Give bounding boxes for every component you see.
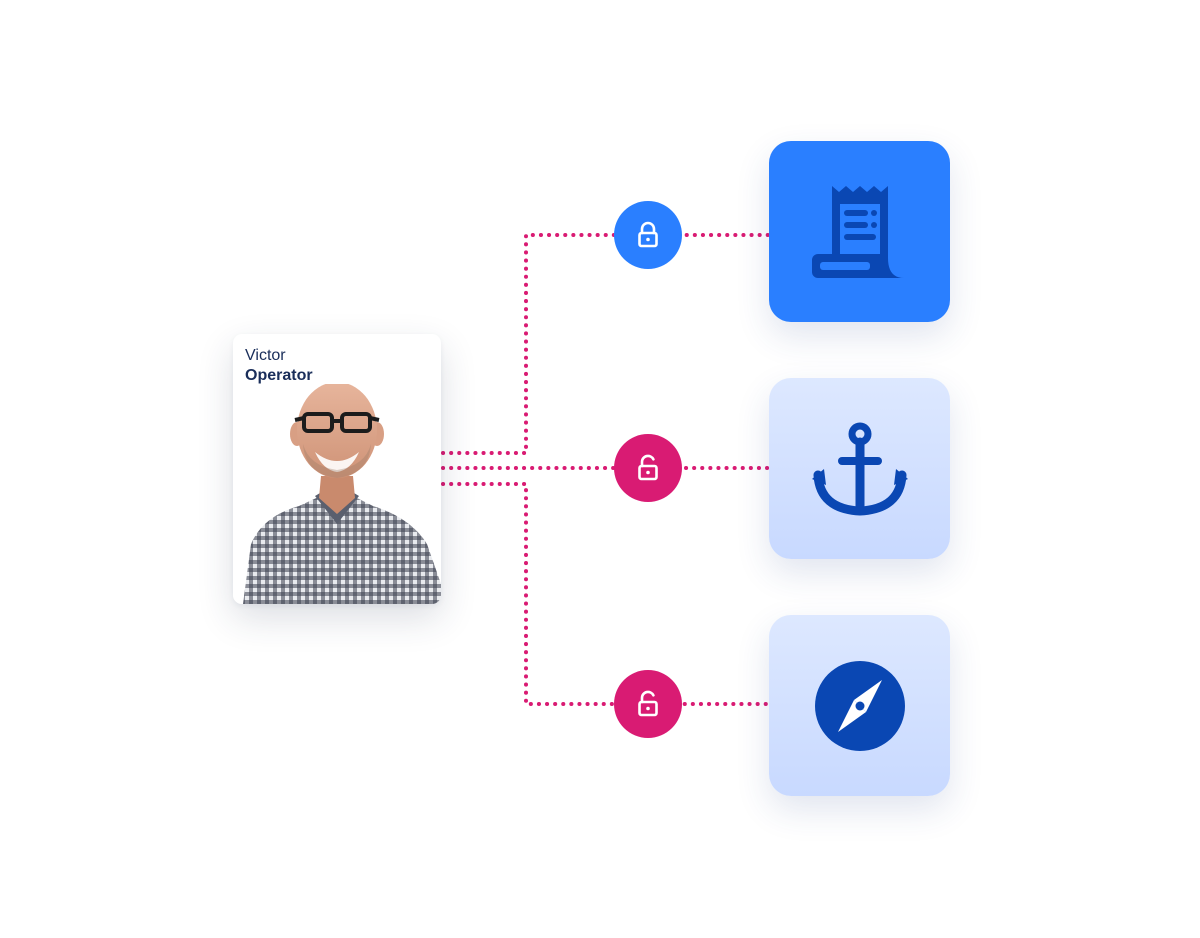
compass-icon <box>814 660 905 751</box>
lock-open-icon <box>638 690 658 717</box>
lock-open-icon <box>638 454 658 481</box>
lock-badge-unlocked[interactable] <box>614 434 682 502</box>
lock-badge-unlocked[interactable] <box>614 670 682 738</box>
connector-top <box>441 233 772 455</box>
anchor-icon <box>811 422 908 516</box>
receipt-icon <box>811 185 904 278</box>
user-card[interactable]: Victor Operator <box>233 334 441 604</box>
lock-badge-locked[interactable] <box>614 201 682 269</box>
lock-closed-icon <box>638 221 658 248</box>
user-name: Victor <box>245 347 286 364</box>
app-tile-receipt[interactable] <box>769 141 950 322</box>
app-tile-compass[interactable] <box>769 615 950 796</box>
app-tile-anchor[interactable] <box>769 378 950 559</box>
user-role: Operator <box>245 367 313 384</box>
user-portrait <box>233 384 441 604</box>
connector-bottom <box>441 482 772 706</box>
